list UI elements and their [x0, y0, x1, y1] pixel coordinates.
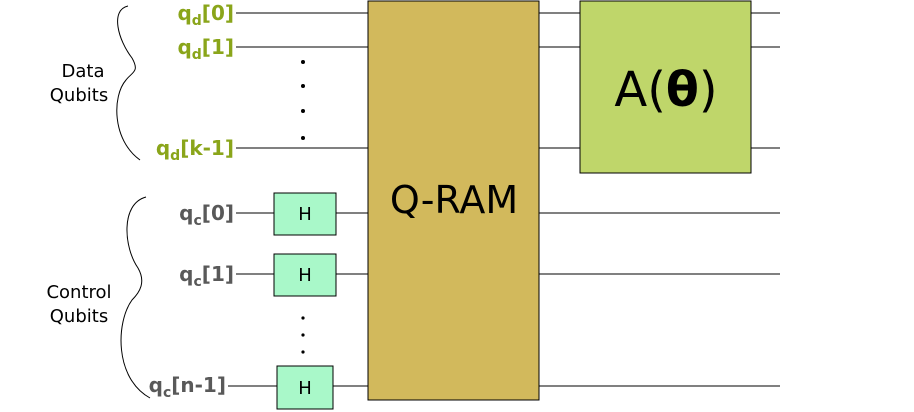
qram-label: Q-RAM	[390, 178, 518, 222]
control-qubit-label-1: qc[1]	[179, 262, 234, 290]
control-qubits-brace	[120, 196, 151, 399]
hadamard-label-1: H	[298, 265, 312, 286]
data-qubit-label-0: qd[0]	[177, 1, 234, 29]
hadamard-gate-n-1: H	[276, 365, 334, 410]
data-qubits-brace	[116, 5, 141, 161]
ansatz-gate: A(θ)	[579, 0, 752, 174]
hadamard-label-n-1: H	[298, 378, 312, 399]
control-qubit-label-n-1: qc[n-1]	[149, 373, 226, 401]
qram-gate: Q-RAM	[367, 0, 540, 401]
control-group-label-line2: Qubits	[50, 306, 108, 327]
hadamard-gate-1: H	[273, 253, 337, 297]
data-qubit-label-k-1: qd[k-1]	[156, 136, 234, 164]
hadamard-gate-0: H	[273, 192, 337, 236]
data-qubits-ellipsis	[301, 60, 305, 140]
data-qubit-label-1: qd[1]	[177, 35, 234, 63]
data-group-label-line1: Data	[62, 61, 105, 82]
control-group-label-line1: Control	[46, 282, 111, 303]
hadamard-label-0: H	[298, 204, 312, 225]
control-qubit-label-0: qc[0]	[179, 201, 234, 229]
ansatz-label: A(θ)	[614, 62, 717, 118]
data-group-label-line2: Qubits	[50, 85, 108, 106]
control-qubits-ellipsis	[301, 316, 305, 354]
